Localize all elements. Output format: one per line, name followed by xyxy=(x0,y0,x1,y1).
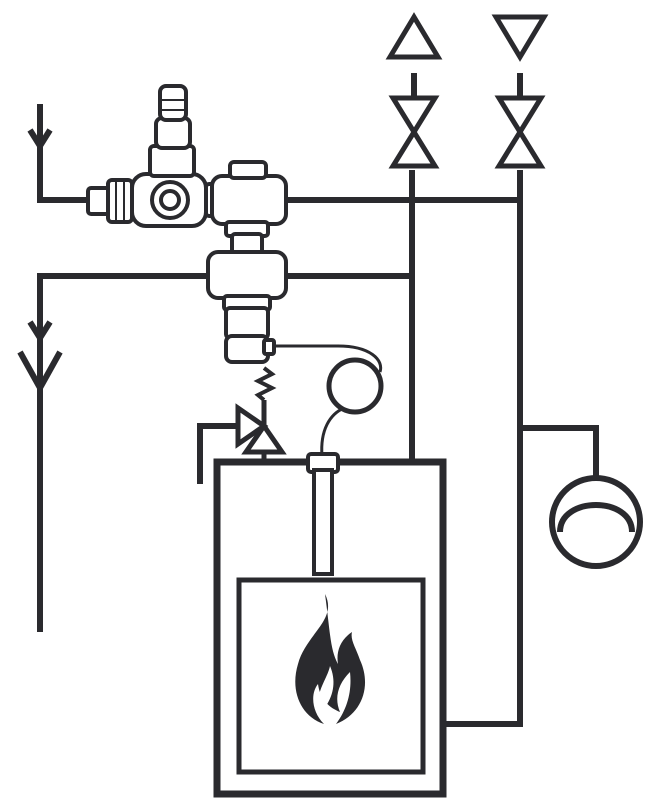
drain-arrow-icon xyxy=(27,320,53,344)
temperature-sensor-coil-icon xyxy=(326,357,384,415)
flame-icon xyxy=(295,594,366,724)
immersion-tube xyxy=(312,468,334,576)
return-in-triangle-icon xyxy=(491,14,549,62)
return-riser xyxy=(446,170,523,727)
cold-water-inlet xyxy=(27,104,90,203)
pump-icon xyxy=(549,475,643,569)
drain-outlet xyxy=(17,273,208,632)
relief-discharge-pipe xyxy=(197,423,238,484)
shutoff-valve-icon xyxy=(494,95,546,137)
flow-out-triangle-icon xyxy=(385,12,443,60)
safety-relief-valve-icon xyxy=(235,366,287,462)
supply-arrow-icon xyxy=(27,128,53,152)
drain-fork-icon xyxy=(17,350,63,395)
thermostatic-mixing-valve-icon xyxy=(204,160,288,364)
capillary-drop xyxy=(320,406,345,457)
capillary-line xyxy=(270,344,383,373)
supply-pipe xyxy=(37,104,90,203)
drain-pipe xyxy=(37,273,208,632)
flow-shutoff-valve xyxy=(388,95,440,169)
boiler xyxy=(213,452,447,798)
pressure-reducer-icon xyxy=(86,84,208,228)
shutoff-valve-icon xyxy=(388,95,440,137)
return-shutoff-valve xyxy=(494,95,546,169)
pump-branch-pipe xyxy=(520,425,599,480)
